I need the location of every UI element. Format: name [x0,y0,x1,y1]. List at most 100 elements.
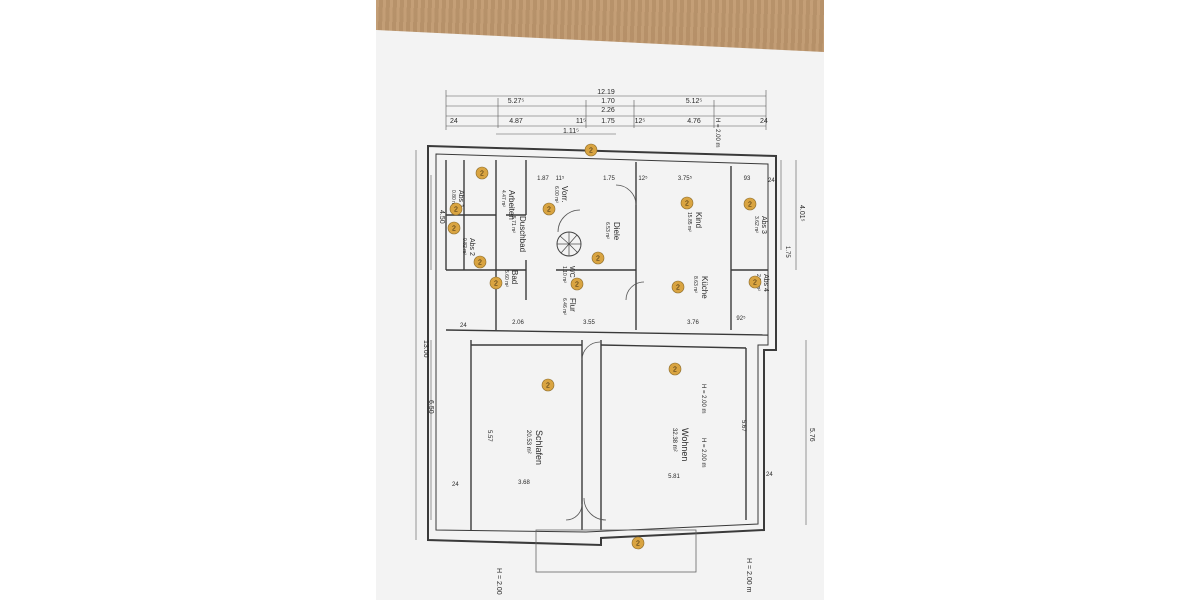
room-abs1: Abs 1 0.80 m² [450,190,464,208]
room-area: 0.80 m² [450,190,456,207]
dim-4-50: 4.50 [438,210,445,224]
marker-label: 2 [454,207,458,214]
marker-sticker: 2 [542,202,556,216]
room-duschbad: Duschbad 5.71 m² [510,216,527,252]
dim-3-75: 3.75⁵ [678,175,693,182]
floor-plan-photo: 12.19 5.27⁵ 1.70 5.12⁵ 2.26 24 4.87 11⁵ … [376,0,824,600]
marker-sticker: 2 [570,277,584,291]
marker-sticker: 2 [743,197,757,211]
room-name: Diele [612,222,621,241]
marker-circle [489,276,503,290]
marker-circle [680,196,694,210]
doors [557,184,645,521]
dim-24-left: 24 [450,118,458,125]
floor-plan-sheet: 12.19 5.27⁵ 1.70 5.12⁵ 2.26 24 4.87 11⁵ … [376,0,824,600]
room-area: 5.60 m² [503,270,509,287]
marker-sticker: 2 [475,166,489,180]
dim-24-c: 24 [452,482,459,488]
marker-sticker: 2 [541,378,555,392]
marker-label: 2 [546,383,550,390]
marker-circle [570,277,584,291]
dim-24-interior: 24 [768,178,775,184]
dim-12-5: 12⁵ [635,118,646,125]
marker-sticker: 2 [671,280,685,294]
marker-circle [584,143,598,157]
exterior-walls [427,144,777,547]
marker-label: 2 [685,201,689,208]
room-name: Wohnen [680,428,690,461]
dim-5-67: 5.67 [740,420,746,432]
dim-1-75-interior: 1.75 [603,176,615,182]
marker-label: 2 [596,256,600,263]
room-name: WC [568,266,575,278]
side-dimension-lines [415,150,807,540]
room-kueche: Küche 8.63 m² [692,276,709,299]
room-name: Bad [510,270,519,284]
marker-circle [631,536,645,550]
room-name: Duschbad [518,216,527,252]
dim-top-left: 5.27⁵ [508,98,525,105]
dim-24-b: 24 [460,323,467,329]
dim-top-right: 5.12⁵ [686,98,703,105]
room-abs3: Abs 3 3.62 m² [753,216,767,234]
marker-sticker: 2 [449,202,463,216]
dim-5-81: 5.81 [668,474,680,480]
room-area: 15.85 m² [686,212,692,232]
marker-label: 2 [575,282,579,289]
room-flur: Flur 6.46 m² [561,298,577,315]
room-height: H = 2.00 m [700,438,706,468]
marker-sticker: 2 [489,276,503,290]
room-area: 1.10 m² [561,266,567,283]
marker-label: 2 [748,202,752,209]
dim-4-76: 4.76 [687,118,701,125]
room-schlafen: Schlafen 20.53 m² [525,430,544,465]
dim-24-right: 24 [760,118,768,125]
dim-13-00: 13.00 [422,340,429,358]
room-area: 8.63 m² [692,276,698,293]
balcony [535,529,697,573]
room-name: Abs 1 [457,190,464,208]
marker-label: 2 [753,280,757,287]
room-name: Abs 2 [468,238,475,256]
room-kind: Kind 15.85 m² [686,212,703,232]
room-area: 6.53 m² [604,222,610,239]
room-arbeiten: Arbeiten 4.47 m² [500,190,516,220]
spiral-staircase [556,231,582,257]
dim-1-75: 1.75 [601,118,615,125]
marker-circle [473,255,487,269]
marker-label: 2 [547,207,551,214]
top-dimension-lines [445,90,767,135]
room-vorr: Vorr. 6.00 m² [553,186,569,203]
marker-circle [668,362,682,376]
room-wc: WC 1.10 m² [561,266,575,283]
dim-3-55: 3.55 [583,320,595,326]
marker-sticker: 2 [680,196,694,210]
marker-label: 2 [478,260,482,267]
dim-4-01: 4.01⁵ [798,205,805,222]
dim-h-2-00-top: H = 2.00 m [714,118,720,148]
room-area: 4.47 m² [500,190,506,207]
marker-circle [475,166,489,180]
dim-h-bottom-right: H = 2.00 m [745,558,752,593]
paper [376,30,824,600]
room-area: 6.46 m² [561,298,567,315]
dim-3-76: 3.76 [687,320,699,326]
dim-6-50: 6.50 [427,400,434,414]
room-area: 6.00 m² [553,186,559,203]
floor-plan-drawing: 12.19 5.27⁵ 1.70 5.12⁵ 2.26 24 4.87 11⁵ … [376,30,824,600]
marker-label: 2 [494,281,498,288]
dim-top-mid: 1.70 [601,98,615,105]
dim-1-75-right: 1.75 [784,246,790,258]
room-area: 5.71 m² [510,216,516,233]
marker-sticker: 2 [584,143,598,157]
dim-24-d: 24 [766,472,773,478]
room-bad: Bad 5.60 m² [503,270,519,287]
interior-walls [445,160,769,530]
marker-label: 2 [452,226,456,233]
dim-1-87: 1.87 [537,176,549,182]
dim-11-5: 11⁵ [576,118,586,125]
room-name: Arbeiten [507,190,516,220]
room-name: Kind [694,212,703,228]
dim-5-76: 5.76 [808,428,815,442]
